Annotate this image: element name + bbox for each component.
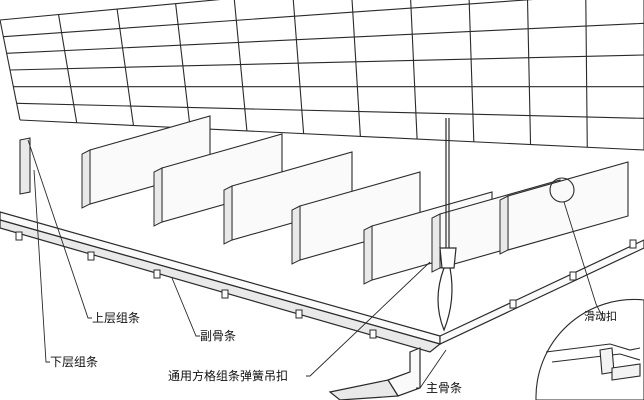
grid-line-u [468, 0, 475, 142]
leader-lines [27, 139, 605, 389]
grid-line-v [6, 22, 644, 54]
label-main-keel: 主骨条 [426, 381, 462, 395]
slat-edge [363, 225, 373, 285]
grid-line-u [351, 0, 361, 137]
grid-line-v [0, 0, 221, 21]
slat-edge [291, 205, 301, 265]
label-spring-hanger: 通用方格组条弹簧吊扣 [168, 368, 288, 383]
grid-line-v [19, 119, 644, 151]
label-upper-strip: 上层组条 [92, 311, 140, 325]
grid-line-u [410, 0, 418, 140]
label-sliding-clip: 滑动扣 [584, 309, 617, 323]
slat-edge [223, 185, 233, 245]
label-secondary-keel: 副骨条 [200, 329, 236, 343]
grid-line-u [292, 0, 305, 134]
hanging-slats [19, 115, 629, 285]
grid-lattice [0, 0, 644, 151]
hanger-rod [437, 118, 457, 332]
slat-edge [153, 167, 163, 227]
grid-line-v [3, 0, 534, 38]
main-keel-profile [328, 347, 421, 400]
sliding-clip-marker [549, 177, 575, 203]
slat-edge [431, 213, 441, 273]
grid-line-u [526, 0, 532, 145]
grid-line-v [9, 54, 644, 71]
grid-line-u [585, 0, 588, 148]
slat-edge [499, 195, 509, 255]
slat-edge [81, 149, 91, 209]
sliding-clip-inset [535, 298, 644, 400]
label-lower-strip: 下层组条 [50, 355, 98, 369]
main-keel-rail [0, 211, 644, 353]
slat-panel [507, 161, 629, 251]
grid-line-v [16, 102, 644, 119]
rail-clips [15, 231, 637, 339]
end-post [19, 137, 31, 195]
